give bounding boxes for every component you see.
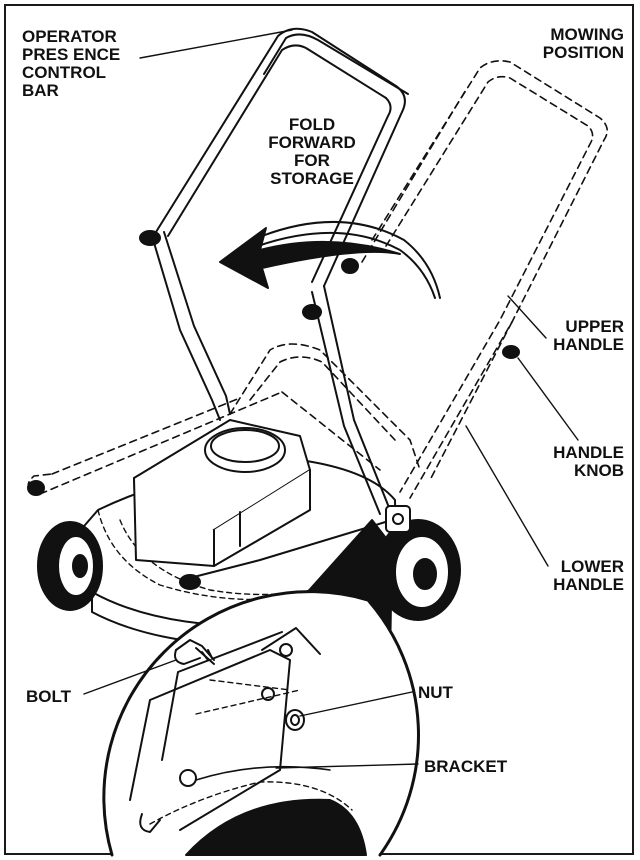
leader-bolt	[83, 659, 177, 695]
dashed-handle-mowing-position	[361, 60, 608, 499]
rear-left-wheel	[37, 521, 103, 611]
handle-knob-label: HANDLE KNOB	[553, 443, 624, 480]
bolt-label: BOLT	[26, 687, 72, 706]
leader-bracket	[275, 763, 419, 769]
leader-nut	[299, 691, 413, 717]
operator-presence-label: OPERATOR PRES ENCE CONTROL BAR	[22, 27, 121, 100]
fold-arrow-icon	[219, 220, 441, 299]
bracket-label: BRACKET	[424, 757, 508, 776]
engine	[133, 419, 311, 567]
leader-operator	[139, 29, 293, 59]
leader-handle-knob	[517, 357, 579, 441]
detail-magnifier	[102, 590, 420, 857]
handle-knob-icons	[27, 230, 520, 590]
leader-lines	[83, 29, 579, 769]
leader-upper-handle	[507, 295, 547, 339]
leader-lower-handle	[465, 425, 549, 567]
upper-handle-label: UPPER HANDLE	[553, 317, 624, 354]
front-right-wheel	[375, 505, 461, 621]
bolt-icon	[174, 639, 215, 665]
nut-label: NUT	[418, 683, 453, 702]
fold-forward-label: FOLD FORWARD FOR STORAGE	[268, 115, 356, 188]
nut-icon	[285, 709, 305, 731]
mowing-position-label: MOWING POSITION	[542, 25, 624, 62]
lower-handle-label: LOWER HANDLE	[553, 557, 624, 594]
